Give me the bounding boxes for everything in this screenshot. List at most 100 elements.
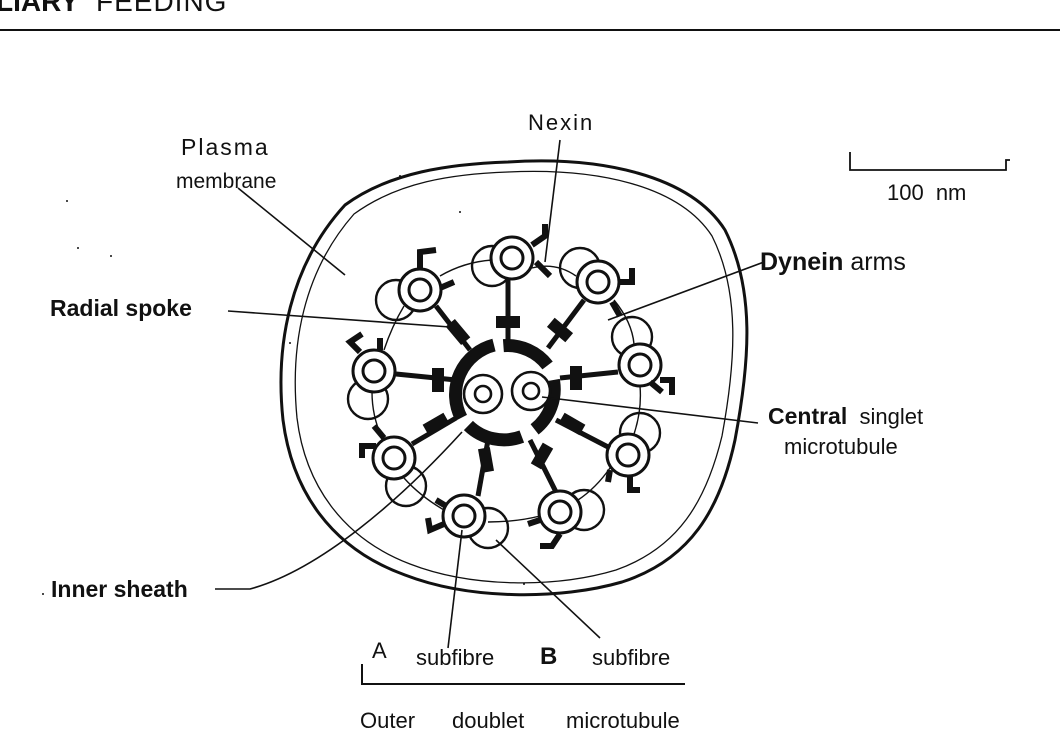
- radial-spoke: [410, 412, 458, 447]
- leader-central-singlet: [541, 396, 759, 424]
- label-radial-spoke: Radial spoke: [50, 295, 192, 321]
- radial-spoke: [475, 439, 494, 497]
- label-a-letter: A: [372, 638, 387, 663]
- a-subfibre: [397, 267, 443, 313]
- a-subfibre: [489, 235, 535, 281]
- leader-inner-sheath: [215, 431, 463, 590]
- radial-spoke: [546, 298, 586, 350]
- doublet-3: [610, 315, 663, 388]
- header-rule: [0, 29, 1060, 31]
- dynein-arm: [434, 497, 448, 509]
- label-outer: Outer: [360, 708, 416, 733]
- doublet-6: [441, 493, 510, 550]
- nexin-link: [403, 477, 445, 511]
- page-header: LIARY FEEDING: [0, 0, 1060, 30]
- label-membrane: membrane: [176, 170, 277, 193]
- doublet-2: [558, 246, 621, 305]
- dynein-arm: [648, 379, 664, 395]
- a-subfibre: [441, 493, 487, 539]
- doublet-5: [537, 488, 606, 535]
- plasma-membrane-outer: [279, 159, 749, 597]
- leader-b-subfibre: [495, 539, 601, 639]
- a-subfibre: [617, 342, 663, 388]
- a-subfibre-core: [499, 245, 525, 271]
- dynein-arm: [540, 532, 563, 549]
- label-microtubule: microtubule: [784, 434, 898, 459]
- doublet-8: [346, 348, 397, 421]
- plasma-membrane-inner: [294, 170, 734, 584]
- label-plasma: Plasma: [181, 134, 270, 160]
- scale-label: 100 nm: [887, 180, 967, 205]
- doublet-1: [470, 235, 535, 288]
- dynein-arm: [618, 268, 635, 285]
- a-subfibre-core: [547, 499, 573, 525]
- a-subfibre: [371, 435, 417, 481]
- label-b-letter: B: [540, 643, 558, 670]
- a-subfibre-core: [407, 277, 433, 303]
- dynein-arm: [359, 443, 376, 458]
- leader-nexin: [544, 139, 561, 263]
- a-subfibre: [351, 348, 397, 394]
- leader-dynein-arms: [607, 261, 765, 321]
- leader-plasma-membrane: [237, 187, 346, 276]
- a-subfibre-core: [615, 442, 641, 468]
- radial-spoke: [434, 304, 472, 352]
- dynein-arm: [425, 517, 446, 535]
- dynein-arm: [605, 469, 613, 483]
- radial-spoke: [496, 280, 520, 340]
- a-subfibre-core: [451, 503, 477, 529]
- a-subfibre: [575, 259, 621, 305]
- central-microtubule-right: [510, 370, 552, 412]
- a-subfibre: [605, 432, 651, 478]
- radial-spoke: [559, 366, 619, 390]
- nexin-link: [371, 391, 383, 439]
- header-left-word: LIARY: [0, 0, 79, 17]
- doublet-4: [605, 411, 662, 478]
- doublet-9: [374, 267, 443, 322]
- central-microtubule-left: [462, 373, 504, 415]
- dynein-arm: [438, 279, 456, 291]
- a-subfibre-core: [381, 445, 407, 471]
- scale-bar: [849, 152, 1010, 171]
- label-b-subfibre: subfibre: [592, 645, 671, 670]
- label-a-subfibre: subfibre: [416, 645, 495, 670]
- leader-a-subfibre: [447, 529, 463, 649]
- radial-spoke: [554, 412, 612, 451]
- a-subfibre-core: [361, 358, 387, 384]
- label-central-rest: singlet: [859, 404, 924, 429]
- label-inner-sheath: Inner sheath: [51, 576, 188, 602]
- dynein-arm: [417, 247, 437, 268]
- dynein-arm: [627, 476, 640, 493]
- label-dynein-arms: Dynein arms: [760, 250, 906, 275]
- nexin-link: [439, 259, 493, 277]
- label-central-singlet: Central singlet: [768, 405, 923, 428]
- radial-spoke: [527, 438, 559, 494]
- label-doublet: doublet: [452, 708, 525, 733]
- dynein-arm: [530, 224, 548, 248]
- leader-radial-spoke: [227, 310, 451, 328]
- header-right-word: FEEDING: [96, 0, 228, 17]
- dynein-arm: [660, 377, 675, 395]
- nexin-link: [577, 467, 611, 501]
- nexin-link: [531, 265, 577, 277]
- a-subfibre-core: [585, 269, 611, 295]
- label-nexin: Nexin: [528, 110, 595, 135]
- dynein-arm: [345, 331, 364, 355]
- doublet-7: [371, 435, 428, 508]
- a-subfibre-core: [627, 352, 653, 378]
- radial-spoke: [395, 368, 457, 392]
- label-outer-microtubule: microtubule: [566, 708, 680, 733]
- nexin-link: [613, 299, 635, 345]
- dynein-arm: [609, 300, 623, 318]
- dynein-arm: [533, 259, 553, 279]
- label-dynein-rest: arms: [850, 248, 906, 276]
- inner-sheath: [449, 338, 561, 447]
- outer-doublet-bracket: [361, 664, 685, 685]
- label-central-bold: Central: [768, 403, 848, 429]
- nexin-link: [487, 515, 541, 523]
- nexin-link: [383, 305, 405, 351]
- nexin-link: [633, 385, 642, 435]
- a-subfibre: [537, 489, 583, 535]
- label-dynein-bold: Dynein: [760, 248, 844, 276]
